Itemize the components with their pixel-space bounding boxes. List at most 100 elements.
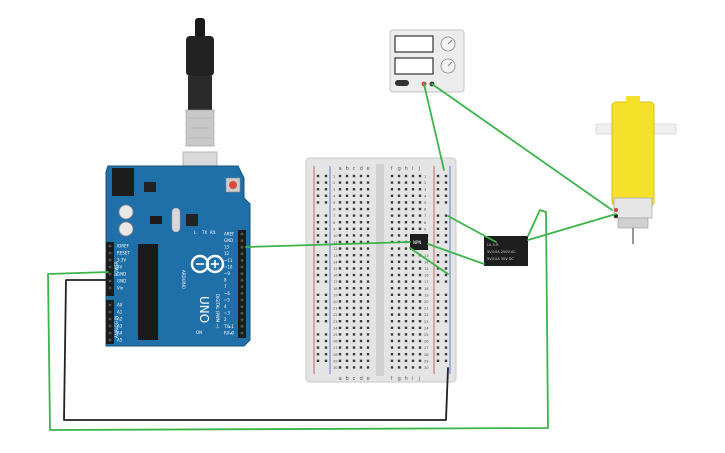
breadboard-hole[interactable] — [352, 240, 356, 244]
breadboard-hole[interactable] — [418, 273, 422, 277]
breadboard-hole[interactable] — [352, 306, 356, 310]
power-pin-hole[interactable] — [108, 279, 112, 283]
rail-hole[interactable] — [324, 201, 328, 204]
breadboard-hole[interactable] — [359, 234, 363, 237]
breadboard-hole[interactable] — [352, 181, 356, 184]
rail-hole[interactable] — [324, 359, 328, 362]
breadboard-hole[interactable] — [345, 300, 349, 303]
digital-pin-hole[interactable] — [240, 252, 244, 256]
rail-hole[interactable] — [316, 339, 320, 343]
breadboard-hole[interactable] — [404, 313, 408, 316]
breadboard-hole[interactable] — [418, 359, 422, 362]
rail-hole[interactable] — [316, 214, 320, 217]
breadboard-hole[interactable] — [338, 194, 342, 197]
breadboard-hole[interactable] — [359, 326, 363, 329]
breadboard-hole[interactable] — [345, 194, 349, 197]
breadboard-hole[interactable] — [366, 181, 370, 184]
rail-hole[interactable] — [324, 273, 328, 277]
rail-hole[interactable] — [436, 234, 440, 237]
breadboard-hole[interactable] — [352, 214, 356, 217]
rail-hole[interactable] — [324, 320, 328, 323]
breadboard-hole[interactable] — [390, 300, 394, 303]
rail-hole[interactable] — [324, 353, 328, 356]
breadboard-hole[interactable] — [404, 267, 408, 270]
breadboard-hole[interactable] — [359, 320, 363, 323]
rail-hole[interactable] — [444, 188, 448, 191]
rail-hole[interactable] — [436, 306, 440, 310]
breadboard-hole[interactable] — [418, 339, 422, 343]
breadboard-hole[interactable] — [366, 320, 370, 323]
breadboard-hole[interactable] — [411, 320, 415, 323]
rail-hole[interactable] — [316, 188, 320, 191]
breadboard-hole[interactable] — [345, 201, 349, 204]
breadboard-hole[interactable] — [411, 293, 415, 296]
breadboard-hole[interactable] — [390, 254, 394, 257]
rail-hole[interactable] — [436, 221, 440, 224]
breadboard-hole[interactable] — [411, 227, 415, 230]
analog-pin-hole[interactable] — [108, 303, 112, 307]
breadboard-hole[interactable] — [411, 326, 415, 329]
breadboard-hole[interactable] — [418, 214, 422, 217]
breadboard-hole[interactable] — [359, 254, 363, 257]
rail-hole[interactable] — [316, 254, 320, 257]
power-pin-hole[interactable] — [108, 251, 112, 255]
breadboard-hole[interactable] — [338, 214, 342, 217]
breadboard-hole[interactable] — [359, 366, 363, 369]
rail-hole[interactable] — [316, 300, 320, 303]
rail-hole[interactable] — [444, 240, 448, 244]
breadboard-hole[interactable] — [338, 333, 342, 336]
breadboard-hole[interactable] — [390, 293, 394, 296]
breadboard-hole[interactable] — [366, 240, 370, 244]
breadboard-hole[interactable] — [345, 260, 349, 263]
rail-hole[interactable] — [324, 214, 328, 217]
breadboard-hole[interactable] — [366, 359, 370, 362]
breadboard-hole[interactable] — [359, 306, 363, 310]
rail-hole[interactable] — [436, 320, 440, 323]
breadboard-hole[interactable] — [390, 181, 394, 184]
rail-hole[interactable] — [436, 174, 440, 178]
breadboard-hole[interactable] — [338, 320, 342, 323]
breadboard-hole[interactable] — [404, 247, 408, 250]
digital-pin-hole[interactable] — [240, 305, 244, 308]
rail-hole[interactable] — [316, 273, 320, 277]
breadboard-hole[interactable] — [345, 273, 349, 277]
rail-hole[interactable] — [324, 267, 328, 270]
breadboard-hole[interactable] — [397, 188, 401, 191]
power-supply[interactable] — [389, 29, 465, 93]
breadboard-hole[interactable] — [411, 280, 415, 283]
breadboard-hole[interactable] — [397, 313, 401, 316]
breadboard-hole[interactable] — [345, 188, 349, 191]
breadboard-hole[interactable] — [411, 359, 415, 362]
breadboard-hole[interactable] — [352, 207, 356, 211]
breadboard-hole[interactable] — [345, 306, 349, 310]
digital-header[interactable] — [238, 230, 246, 338]
breadboard-hole[interactable] — [345, 287, 349, 290]
breadboard-hole[interactable] — [352, 201, 356, 204]
breadboard-hole[interactable] — [404, 181, 408, 184]
breadboard-hole[interactable] — [366, 194, 370, 197]
breadboard-hole[interactable] — [338, 188, 342, 191]
breadboard-hole[interactable] — [418, 366, 422, 369]
breadboard-hole[interactable] — [404, 234, 408, 237]
rail-hole[interactable] — [324, 181, 328, 184]
rail-hole[interactable] — [316, 201, 320, 204]
breadboard-hole[interactable] — [404, 260, 408, 263]
breadboard-hole[interactable] — [345, 326, 349, 329]
breadboard-hole[interactable] — [418, 293, 422, 296]
breadboard-hole[interactable] — [404, 273, 408, 277]
breadboard-hole[interactable] — [345, 214, 349, 217]
digital-pin-hole[interactable] — [240, 285, 244, 289]
wire-psu-positive[interactable] — [423, 83, 445, 171]
breadboard-hole[interactable] — [404, 359, 408, 362]
breadboard-hole[interactable] — [345, 366, 349, 369]
breadboard-hole[interactable] — [338, 326, 342, 329]
breadboard-hole[interactable] — [418, 201, 422, 204]
breadboard-hole[interactable] — [418, 227, 422, 230]
breadboard-hole[interactable] — [352, 194, 356, 197]
arduino-uno-board[interactable]: ARDUINO UNO DIGITAL (PWM ~) POWER ANALOG… — [105, 165, 251, 347]
rail-hole[interactable] — [316, 234, 320, 237]
rail-hole[interactable] — [316, 359, 320, 362]
breadboard-hole[interactable] — [411, 201, 415, 204]
breadboard-hole[interactable] — [418, 181, 422, 184]
